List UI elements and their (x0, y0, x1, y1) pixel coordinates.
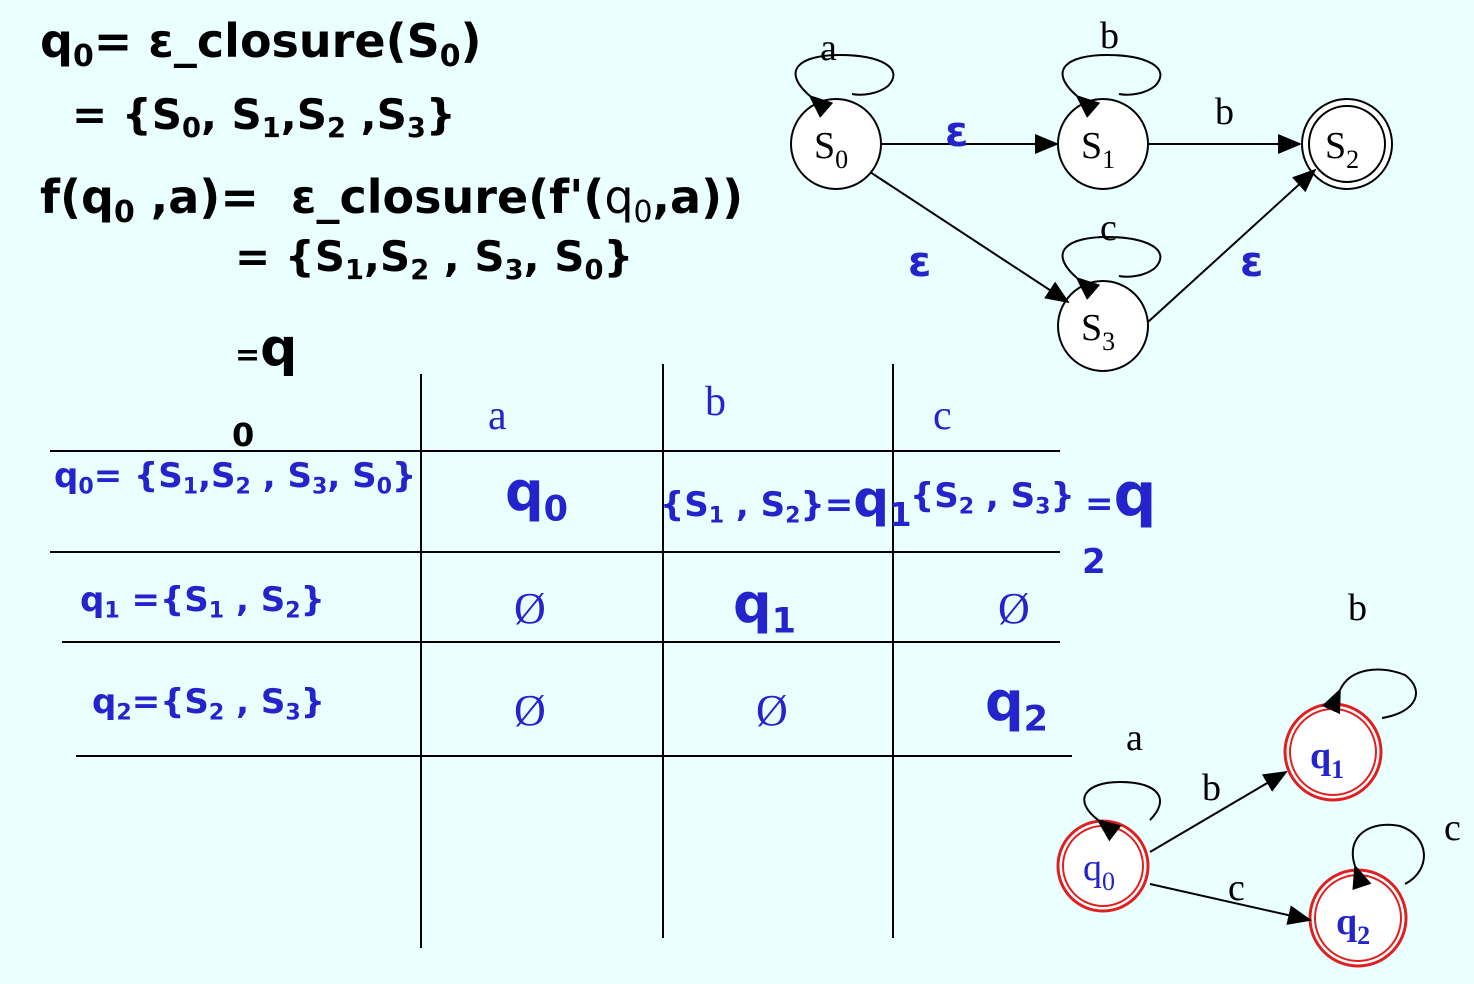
nfa-label-c-loop: c (1100, 207, 1117, 249)
nfa-label-b: b (1215, 91, 1234, 133)
dfa-node-q0: q0 (1056, 819, 1150, 913)
nfa-node-s0: S0 (790, 98, 882, 190)
row-q0-b: {S1 , S2}=q1 (660, 470, 912, 534)
dfa-loop-q0 (1083, 780, 1161, 842)
row-q1-state: q1 ={S1 , S2} (80, 580, 325, 624)
equation-eq-q-subscript: 0 (232, 416, 255, 454)
row-q0-a: q0 (505, 460, 569, 530)
dfa-node-q1: q1 (1283, 702, 1383, 802)
nfa-label-eps-s0-s1: ε (945, 107, 968, 156)
equation-q0-closure: q0= ε_closure(S0) (40, 14, 482, 74)
row-q2-state: q2={S2 , S3} (92, 682, 325, 726)
nfa-label-eps-s3-s2: ε (1240, 237, 1263, 286)
trailing-eq-subscript: 2 (1082, 542, 1106, 582)
equation-q0-set: = {S0, S1,S2 ,S3} (72, 90, 456, 145)
dfa-label-a: a (1126, 717, 1143, 759)
row-q1-c: Ø (998, 584, 1030, 633)
row-q1-a: Ø (514, 584, 546, 633)
dfa-label-b: b (1202, 767, 1221, 809)
nfa-node-s1: S1 (1057, 98, 1149, 190)
equation-f-q0-a-set: = {S1,S2 , S3, S0} (235, 232, 634, 287)
nfa-label-b-loop: b (1100, 15, 1119, 57)
row-q1-b: q1 (733, 572, 797, 642)
dfa-loop-q1 (1321, 668, 1417, 719)
trailing-eq-q: =q (1085, 460, 1157, 530)
nfa-edge-s3-s2 (1147, 168, 1317, 323)
row-q2-c: q2 (985, 670, 1049, 740)
nfa-label-eps-s0-s3: ε (908, 237, 931, 286)
nfa-loop-s3 (1061, 235, 1162, 300)
row-q2-b: Ø (756, 686, 788, 735)
nfa-edge-s0-s3 (869, 171, 1070, 304)
nfa-node-s3: S3 (1057, 280, 1149, 372)
nfa-loop-s0 (794, 53, 895, 118)
dfa-label-b-loop: b (1348, 587, 1367, 629)
dfa-loop-q2 (1351, 823, 1425, 891)
nfa-node-s2: S2 (1301, 98, 1393, 190)
nfa-loop-s1 (1061, 53, 1162, 118)
dfa-label-c-loop: c (1444, 807, 1461, 849)
header-b: b (705, 379, 726, 425)
nfa-label-a: a (820, 27, 837, 69)
header-c: c (933, 393, 952, 439)
equation-eq-q: =q (235, 318, 298, 378)
header-a: a (488, 393, 507, 439)
equation-f-q0-a: f(q0 ,a)= ε_closure(f'(q0,a)) (40, 170, 744, 230)
row-q0-state: q0= {S1,S2 , S3, S0} (54, 456, 417, 500)
dfa-node-q2: q2 (1308, 868, 1408, 968)
dfa-label-c: c (1228, 867, 1245, 909)
row-q2-a: Ø (514, 686, 546, 735)
dfa-edge-q0-q1 (1149, 770, 1288, 853)
dfa-edge-q0-q2 (1149, 883, 1312, 925)
row-q0-c: {S2 , S3} (910, 476, 1075, 520)
